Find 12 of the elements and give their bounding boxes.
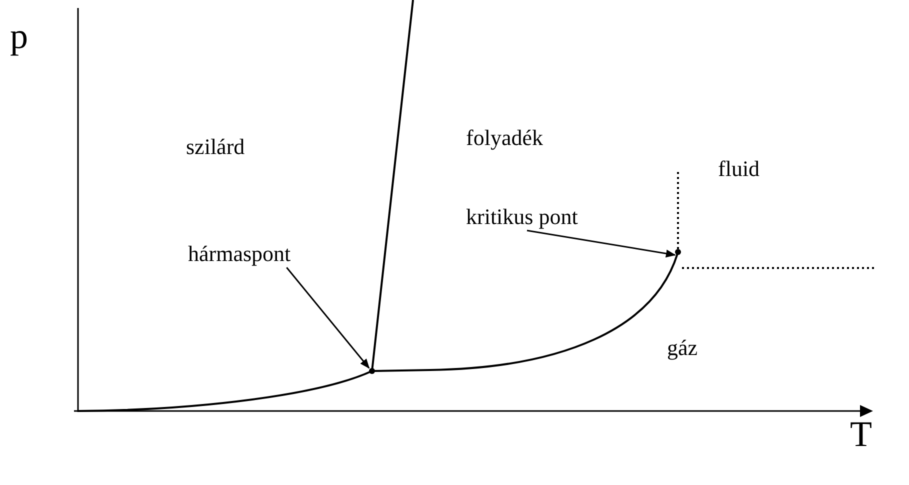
phase-point bbox=[369, 368, 375, 374]
arrow bbox=[526, 230, 676, 258]
region-label: gáz bbox=[667, 334, 698, 362]
point-label: hármaspont bbox=[188, 240, 291, 268]
arrow bbox=[286, 267, 370, 369]
region-label: szilárd bbox=[186, 133, 245, 160]
region-label: folyadék bbox=[466, 124, 543, 152]
region-label: fluid bbox=[718, 155, 760, 182]
point-label: kritikus pont bbox=[466, 203, 578, 230]
phase-point bbox=[675, 249, 681, 255]
axis-label: T bbox=[850, 413, 872, 456]
axis-label: p bbox=[10, 15, 28, 58]
